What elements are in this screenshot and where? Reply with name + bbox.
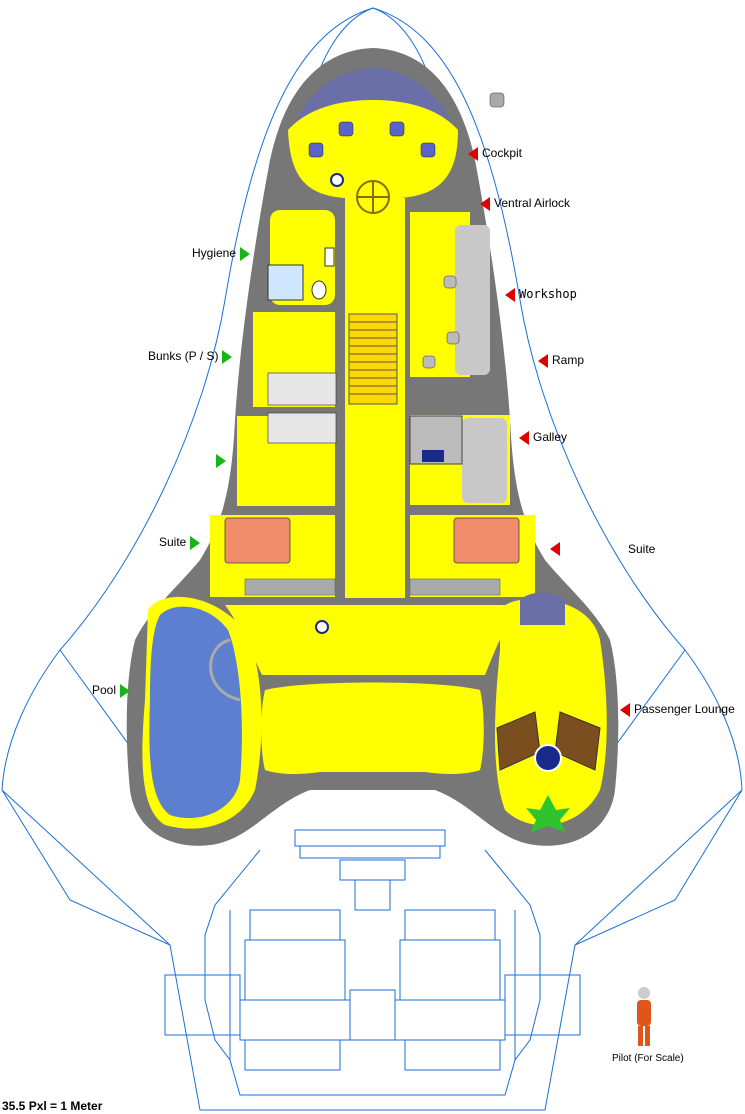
galley-floor (409, 225, 507, 503)
label-pool: Pool (92, 683, 131, 698)
dresser-row (244, 578, 501, 596)
shower-icon (267, 264, 304, 301)
stairs-icon (348, 313, 398, 405)
label-ramp-text: Ramp (552, 353, 585, 367)
label-galley: Galley (519, 430, 567, 445)
wheel-icon (356, 180, 390, 214)
arrow-left-icon (550, 541, 560, 556)
pool-steps (209, 638, 241, 702)
galley-stove-icon (422, 450, 444, 462)
plant-icon (526, 795, 570, 832)
label-suite-right: Suite (628, 542, 655, 556)
label-passenger-lounge: Passenger Lounge (620, 702, 735, 717)
sink-icon (324, 247, 335, 267)
hull-outline (1, 7, 743, 1111)
arrow-right-icon (120, 683, 131, 698)
arrow-left-icon (468, 146, 478, 161)
label-bunks-lower-arrow (212, 453, 226, 468)
label-ramp: Ramp (538, 353, 584, 368)
pilot-caption: Pilot (For Scale) (612, 1053, 684, 1064)
label-workshop: Workshop (505, 287, 577, 302)
chair-icon (489, 92, 505, 108)
arrow-left-icon (620, 702, 630, 717)
engine-bay (164, 829, 581, 1096)
label-hygiene-text: Hygiene (192, 246, 237, 260)
arrow-right-icon (216, 453, 226, 468)
toilet-icon (311, 280, 327, 300)
label-bunks: Bunks (P / S) (148, 349, 233, 364)
label-ventral-airlock: Ventral Airlock (480, 196, 570, 211)
label-hygiene: Hygiene (192, 246, 251, 261)
pool-water (149, 606, 242, 819)
hatch-icon (330, 173, 344, 187)
label-pool-text: Pool (92, 683, 117, 697)
chair-icon (422, 275, 460, 369)
label-suite-right-arrow (550, 541, 564, 556)
label-galley-text: Galley (533, 430, 568, 444)
pilot-figure-icon (637, 987, 651, 1046)
label-passenger-lounge-text: Passenger Lounge (634, 702, 735, 716)
table-icon (534, 744, 562, 772)
label-workshop-text: Workshop (519, 287, 577, 301)
chair-icon (308, 121, 436, 158)
arrow-right-icon (190, 535, 201, 550)
arrow-left-icon (519, 430, 529, 445)
lounge-door (520, 592, 565, 625)
arrow-right-icon (240, 246, 251, 261)
label-suite-left-text: Suite (159, 535, 187, 549)
label-cockpit: Cockpit (468, 146, 522, 161)
arrow-left-icon (538, 353, 548, 368)
bed-icon (224, 517, 520, 564)
label-suite-left: Suite (159, 535, 201, 550)
label-bunks-text: Bunks (P / S) (148, 349, 219, 363)
bunk-bed (267, 372, 337, 444)
scale-legend: 35.5 Pxl = 1 Meter (2, 1099, 103, 1113)
label-ventral-airlock-text: Ventral Airlock (494, 196, 571, 210)
arrow-left-icon (480, 196, 490, 211)
label-cockpit-text: Cockpit (482, 146, 523, 160)
arrow-left-icon (505, 287, 515, 302)
arrow-right-icon (222, 349, 233, 364)
label-suite-right-text: Suite (628, 542, 656, 556)
hatch-icon (315, 620, 329, 634)
